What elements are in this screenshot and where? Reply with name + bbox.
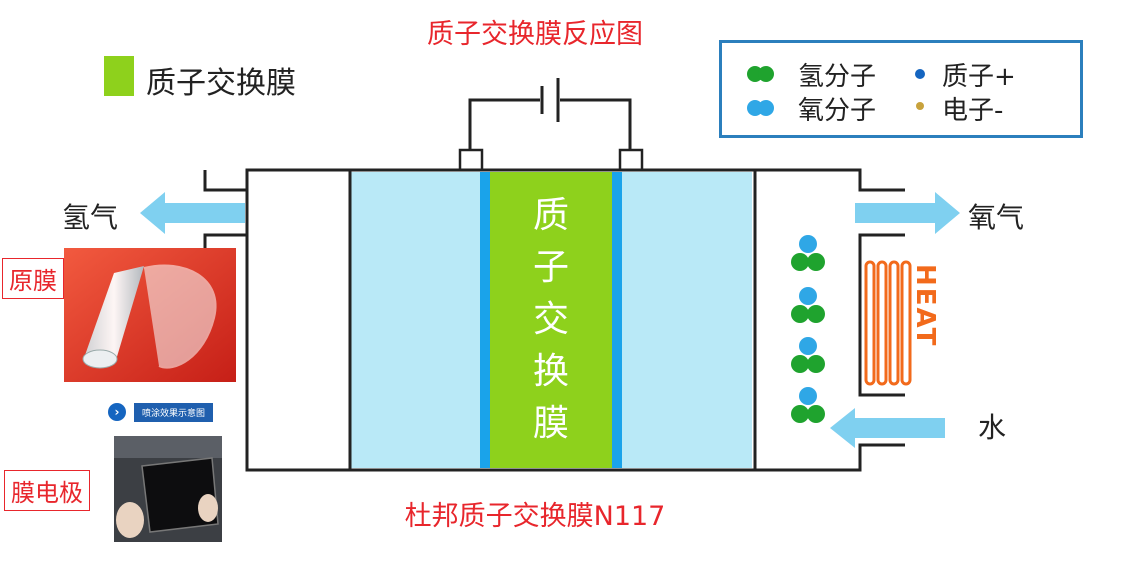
anode-chamber: [350, 172, 480, 468]
water-in-arrow: [830, 408, 945, 448]
key-electron-label: 电子-: [942, 96, 1004, 126]
membrane-legend-swatch: [104, 56, 134, 96]
water-molecule-4-icon: [791, 387, 825, 423]
water-label: 水: [978, 411, 1007, 444]
anode-electrode: [480, 172, 490, 468]
spray-effect-caption: › 喷涂效果示意图: [108, 402, 214, 422]
membrane-char: 质: [532, 195, 569, 236]
raw-film-label: 原膜: [2, 258, 64, 299]
proton-icon: [915, 69, 925, 79]
water-outlet-port: [755, 443, 905, 472]
membrane-electrode-photo: [114, 436, 222, 542]
cathode-electrode: [612, 172, 622, 468]
water-molecule-1-icon: [791, 235, 825, 271]
oxygen-gas-label: 氧气: [968, 201, 1025, 234]
heat-coil-icon: [864, 260, 912, 386]
membrane-electrode-label: 膜电极: [4, 470, 90, 511]
external-circuit: [468, 98, 632, 150]
membrane-legend-label: 质子交换膜: [146, 66, 296, 101]
hydrogen-molecule-icon: [747, 66, 774, 82]
key-oxygen-molecule-label: 氧分子: [798, 96, 877, 126]
oxygen-molecule-icon: [747, 100, 774, 116]
electron-icon: [916, 102, 924, 110]
molecule-key-box: [719, 40, 1083, 138]
cathode-terminal: [618, 148, 644, 172]
key-icons: [747, 66, 774, 116]
proton-exchange-membrane: [490, 172, 612, 468]
key-particle-icons: [915, 69, 925, 110]
hydrogen-out-arrow: [140, 192, 245, 234]
raw-film-photo: [64, 248, 236, 382]
hydrogen-outlet-port: [203, 170, 247, 192]
anode-terminal: [458, 148, 484, 172]
water-molecule-3-icon: [791, 337, 825, 373]
oxygen-out-arrow: [855, 192, 960, 234]
oxygen-inlet-port: [755, 168, 905, 192]
hydrogen-gas-label: 氢气: [62, 201, 119, 234]
spray-effect-text: 喷涂效果示意图: [134, 402, 214, 422]
chevron-right-icon: ›: [108, 403, 126, 421]
membrane-char: 子: [532, 247, 569, 288]
membrane-vertical-label: 质 子 交 换 膜: [486, 190, 616, 450]
membrane-char: 换: [532, 351, 569, 392]
heat-label: HEAT: [910, 264, 940, 348]
diagram-title: 质子交换膜反应图: [427, 19, 643, 50]
key-hydrogen-molecule-label: 氢分子: [798, 62, 877, 92]
key-proton-label: 质子+: [942, 62, 1016, 92]
membrane-char: 交: [532, 299, 569, 340]
membrane-char: 膜: [532, 403, 569, 444]
cathode-chamber: [622, 172, 752, 468]
water-molecule-2-icon: [791, 287, 825, 323]
membrane-model-caption: 杜邦质子交换膜N117: [404, 501, 666, 532]
